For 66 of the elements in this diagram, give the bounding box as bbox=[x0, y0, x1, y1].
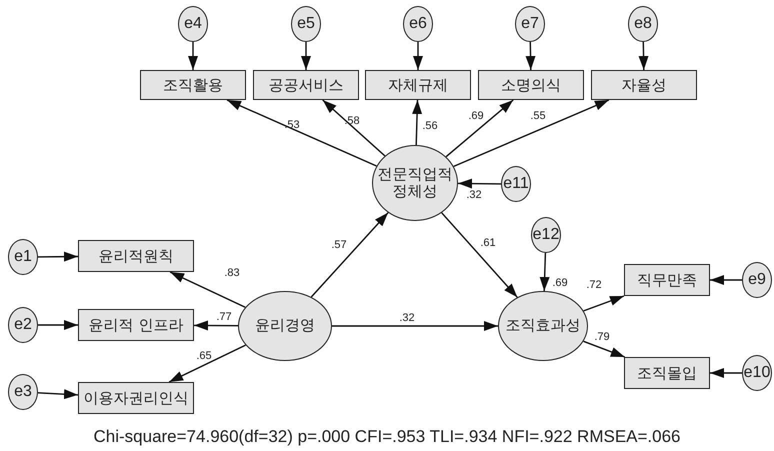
edge-label: .56 bbox=[422, 120, 438, 132]
variable-box: 자체규제 bbox=[365, 70, 471, 100]
variable-box: 소명의식 bbox=[478, 70, 584, 100]
arrow bbox=[526, 42, 536, 70]
error-circle: e10 bbox=[742, 355, 772, 391]
arrow bbox=[583, 340, 626, 358]
edge-label: .32 bbox=[399, 312, 415, 324]
variable-box: 이용자권리인식 bbox=[78, 382, 194, 414]
latent-ellipse: 조직효과성 bbox=[498, 291, 588, 361]
variable-box: 자율성 bbox=[591, 70, 697, 100]
error-circle: e1 bbox=[8, 239, 38, 275]
edge-label: .83 bbox=[224, 267, 240, 279]
edge-label: .79 bbox=[594, 331, 610, 343]
error-circle: e9 bbox=[742, 262, 772, 298]
error-circle: e11 bbox=[501, 166, 531, 202]
arrow bbox=[194, 320, 238, 330]
error-circle: e2 bbox=[8, 307, 38, 343]
variable-box: 윤리적원칙 bbox=[78, 240, 194, 272]
arrow bbox=[38, 252, 78, 262]
arrow bbox=[710, 368, 742, 378]
arrow bbox=[188, 42, 198, 70]
variable-box: 윤리적 인프라 bbox=[78, 309, 194, 341]
edge-label: .32 bbox=[466, 189, 482, 201]
arrow bbox=[38, 320, 78, 330]
edge-label: .55 bbox=[530, 110, 546, 122]
edge-label: .57 bbox=[331, 239, 347, 251]
variable-box: 공공서비스 bbox=[253, 70, 359, 100]
arrow bbox=[332, 321, 498, 331]
edge-label: .58 bbox=[344, 115, 360, 127]
arrow bbox=[412, 100, 422, 146]
arrow bbox=[38, 389, 78, 400]
error-circle: e3 bbox=[8, 374, 38, 410]
variable-box: 직무만족 bbox=[624, 264, 710, 296]
variable-box: 조직활용 bbox=[140, 70, 246, 100]
arrow bbox=[458, 178, 501, 189]
edge-label: .72 bbox=[586, 279, 602, 291]
arrow bbox=[310, 212, 389, 298]
edge-label: .77 bbox=[216, 311, 232, 323]
latent-ellipse: 전문직업적 정체성 bbox=[372, 145, 458, 221]
edge-label: .53 bbox=[284, 119, 300, 131]
variable-box: 조직몰입 bbox=[624, 357, 710, 389]
error-circle: e7 bbox=[515, 6, 545, 42]
latent-ellipse: 윤리경영 bbox=[238, 291, 332, 361]
arrow bbox=[453, 99, 610, 168]
error-circle: e8 bbox=[628, 6, 658, 42]
arrow bbox=[638, 42, 649, 70]
arrow bbox=[301, 42, 311, 70]
arrow bbox=[413, 42, 423, 70]
arrow bbox=[710, 275, 742, 285]
arrow bbox=[322, 99, 386, 156]
error-circle: e12 bbox=[531, 217, 561, 253]
arrow bbox=[168, 344, 246, 383]
edge-label: .69 bbox=[468, 110, 484, 122]
arrow bbox=[441, 212, 518, 298]
arrow bbox=[540, 252, 550, 292]
arrow bbox=[446, 99, 514, 158]
error-circle: e5 bbox=[291, 6, 321, 42]
error-circle: e4 bbox=[178, 6, 208, 42]
edge-label: .61 bbox=[480, 237, 496, 249]
arrow bbox=[583, 295, 624, 312]
error-circle: e6 bbox=[403, 6, 433, 42]
fit-statistics-caption: Chi-square=74.960(df=32) p=.000 CFI=.953 TLI=.934 NFI=.922 RMSEA=.066 bbox=[92, 427, 682, 447]
edge-label: .69 bbox=[552, 277, 568, 289]
arrow bbox=[226, 99, 377, 167]
arrow bbox=[170, 271, 246, 308]
edge-label: .65 bbox=[196, 350, 212, 362]
